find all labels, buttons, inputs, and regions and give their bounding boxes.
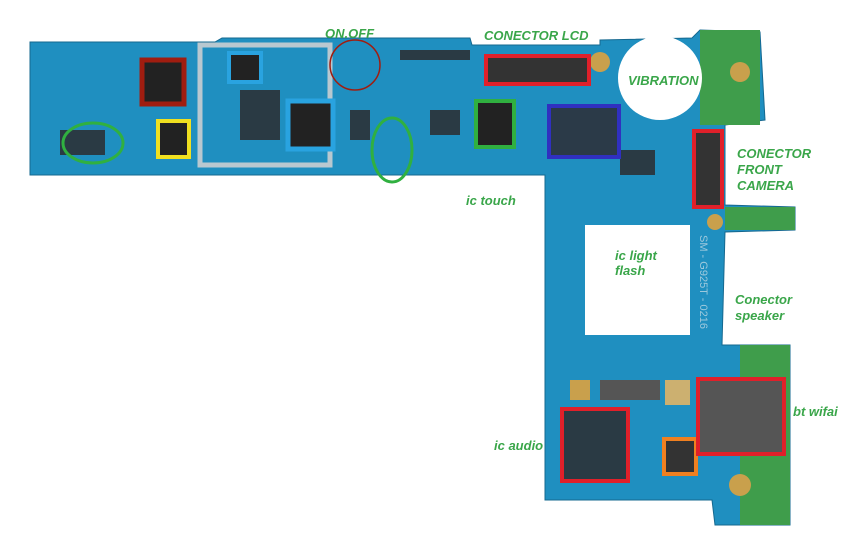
marker-green-center	[370, 116, 414, 184]
board-print: SM - G925T - 0216	[697, 235, 709, 329]
green-flex-tab	[725, 207, 795, 230]
label-ic-audio: ic audio	[494, 438, 544, 453]
label-conector-speaker: Conector speaker	[735, 292, 793, 323]
components	[60, 50, 751, 496]
vibration-cutout	[618, 36, 702, 120]
chip-yellow	[156, 119, 191, 159]
label-front-camera: CONECTOR FRONT CAMERA	[737, 146, 812, 193]
board-cutout	[585, 225, 690, 335]
conector-lcd-box	[484, 54, 591, 86]
blue-box	[547, 104, 621, 159]
bt-wifai-box	[696, 377, 786, 456]
label-conector-lcd: CONECTOR LCD	[480, 28, 593, 43]
label-vibration: VIBRATION	[628, 73, 699, 88]
chip-cyan-small	[227, 51, 263, 84]
marker-on-off	[329, 39, 381, 91]
marker-green-left	[61, 121, 125, 165]
label-ic-touch: ic touch	[466, 193, 516, 208]
label-on-off: ON.OFF	[325, 26, 375, 41]
chip-dark-red	[139, 57, 187, 107]
ic-audio-box	[560, 407, 630, 483]
green-flex-top	[700, 30, 760, 125]
label-bt-wifai: bt wifai	[793, 404, 838, 419]
ic-touch-box	[474, 99, 516, 149]
chip-cyan-cpu	[285, 98, 336, 152]
label-ic-light-flash: ic light flash	[615, 248, 657, 278]
orange-box	[662, 437, 698, 476]
front-camera-box	[692, 129, 724, 209]
